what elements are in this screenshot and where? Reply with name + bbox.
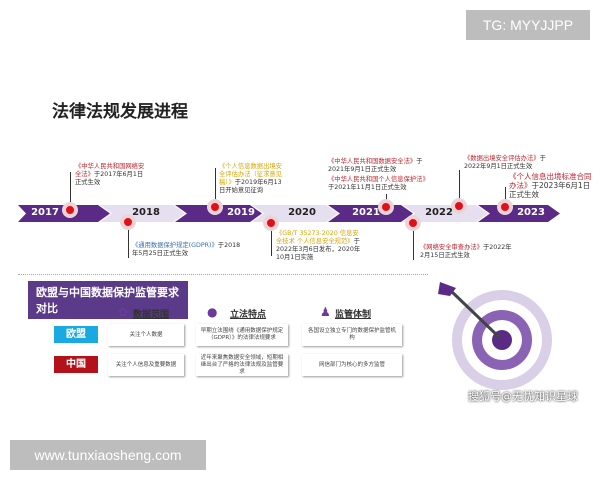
event-marker[interactable] (406, 216, 420, 230)
segment-2019 (175, 205, 262, 222)
row-label-eu: 欧盟 (54, 326, 98, 343)
watermark-sohu: 搜狐号@无忧知识星球 (468, 390, 578, 403)
gear-icon: ✿ (118, 305, 129, 319)
comparison-title: 欧盟与中国数据保护监管要求对比 (28, 281, 188, 319)
event-marker[interactable] (264, 216, 278, 230)
event-marker[interactable] (121, 215, 135, 229)
event-2021-a: 《中华人民共和国数据安全法》于2021年9月1日正式生效 (328, 158, 423, 173)
event-marker[interactable] (208, 200, 222, 214)
event-2023: 《个人信息出境标准合同办法》于2023年6月1日正式生效 (509, 172, 592, 199)
year-label: 2022 (425, 207, 453, 218)
event-2017: 《中华人民共和国网络安全法》于2017年6月1日正式生效 (75, 163, 145, 186)
header-data-scope: 数据范围 (133, 310, 170, 320)
cell: 关注个人数据 (108, 324, 184, 346)
event-marker[interactable] (498, 200, 512, 214)
event-2019: 《个人信息数据出境安全评估办法（征求意见稿）》于2019年6月13日开始意见征询 (219, 163, 282, 194)
people-icon: ♟ (320, 305, 331, 319)
header-legislation: 立法特点 (230, 310, 267, 320)
year-label: 2023 (517, 207, 545, 218)
stem (505, 187, 506, 205)
watermark-tg: TG: MYYJJPP (466, 10, 590, 40)
event-2022-a: 《网络安全审查办法》于2022年2月15日正式生效 (420, 244, 512, 259)
watermark-site: www.tunxiaosheng.com (10, 440, 206, 470)
stem (128, 222, 129, 258)
timeline-band (18, 205, 560, 222)
header-regulation: 监管体制 (335, 310, 372, 320)
stem (215, 168, 216, 206)
event-marker[interactable] (63, 203, 77, 217)
cell: 关注个人信息及重要数据 (108, 354, 184, 376)
event-2020: 《GB/T 35273-2020 信息安全技术 个人信息安全规范》于2022年3… (276, 230, 361, 261)
cell: 各国设立独立专门的数据保护监管机构 (302, 324, 402, 346)
year-label: 2019 (227, 207, 255, 218)
event-2022-b: 《数据出境安全评估办法》于2022年9月1日正式生效 (464, 155, 546, 170)
cell: 网信部门为核心的多方监管 (302, 354, 402, 376)
page-title: 法律法规发展进程 (52, 102, 188, 122)
event-marker[interactable] (379, 200, 393, 214)
cell: 近年来聚焦数据安全领域，短期相继出台了严格的法律法规及监管要求 (196, 354, 288, 376)
event-2018: 《通用数据保护规定(GDPR)》于2018年5月25日正式生效 (132, 242, 241, 257)
year-label: 2020 (288, 207, 316, 218)
row-label-cn: 中国 (54, 356, 98, 373)
segment-2022 (403, 205, 488, 222)
year-label: 2017 (31, 207, 59, 218)
stem (413, 222, 414, 260)
divider (18, 274, 428, 275)
event-marker[interactable] (452, 199, 466, 213)
stem (459, 170, 460, 205)
year-label: 2018 (132, 207, 160, 218)
cell: 早期立法围绕《通用数据保护规定（GDPR）》的法律法规要求 (196, 324, 288, 346)
target-icon (438, 282, 552, 390)
event-2021-b: 《中华人民共和国个人信息保护法》于2021年11月1日正式生效 (328, 176, 429, 191)
stem (271, 222, 272, 256)
coins-icon: ● (207, 305, 218, 319)
stem (70, 172, 71, 207)
year-label: 2021 (352, 207, 380, 218)
